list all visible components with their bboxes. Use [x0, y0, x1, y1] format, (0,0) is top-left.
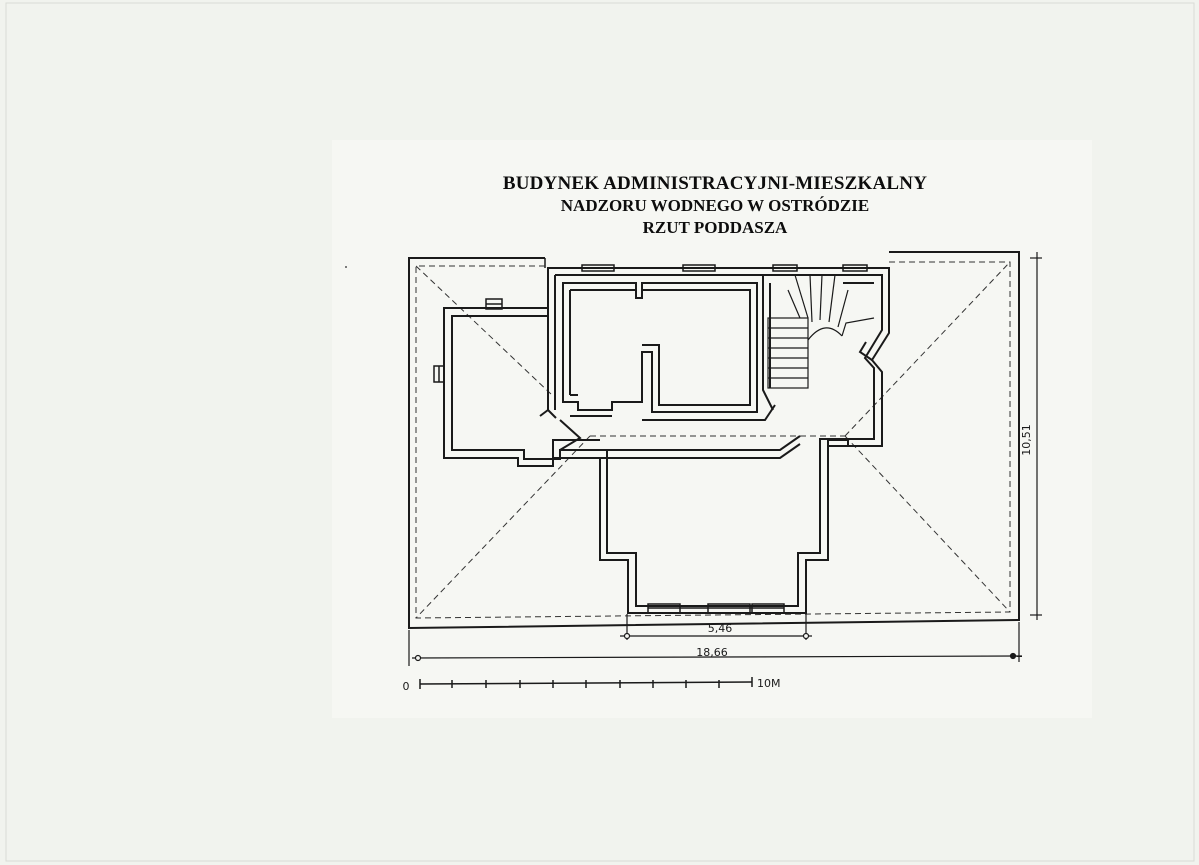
drawing-title: BUDYNEK ADMINISTRACYJNI-MIESZKALNY: [502, 173, 928, 194]
roof-hip-lines: [415, 261, 1011, 619]
dimension-center-width-label: 5,46: [708, 622, 733, 635]
drawing-title-block: BUDYNEK ADMINISTRACYJNI-MIESZKALNY NADZO…: [415, 172, 1015, 239]
dimension-depth: [1030, 252, 1042, 620]
roof-inner-dashed-line: [415, 261, 1011, 619]
scale-bar: [419, 677, 753, 689]
top-windows: [433, 264, 868, 383]
scale-bar-start-label: 0: [403, 680, 410, 693]
drawing-sheet-name: RZUT PODDASZA: [642, 218, 788, 237]
building-walls: [443, 267, 890, 614]
bottom-windows: [647, 603, 785, 614]
drawing-subtitle: NADZORU WODNEGO W OSTRÓDZIE: [560, 196, 870, 215]
dimension-depth-label: 10,51: [1020, 424, 1033, 456]
staircase: [767, 274, 875, 389]
scale-bar-end-label: 10M: [757, 677, 781, 690]
dimension-center-width: [620, 614, 812, 640]
dimension-total-width: [408, 622, 1023, 666]
dimension-total-width-label: 18,66: [696, 646, 728, 659]
scan-speck: [345, 266, 347, 268]
